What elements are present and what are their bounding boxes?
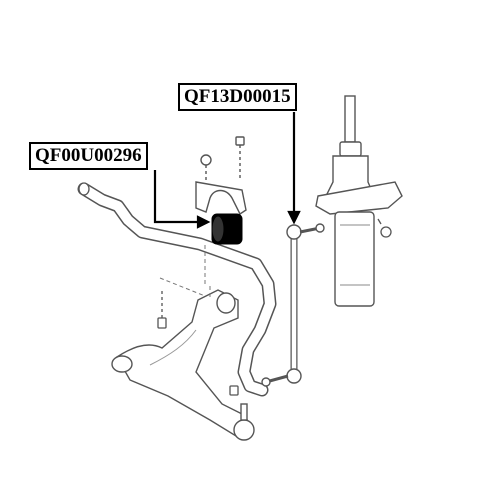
link-upper-nut: [315, 223, 325, 233]
dashed-assembly-lines: [159, 245, 211, 300]
stabilizer-link: [261, 223, 325, 387]
strut-tube: [334, 211, 375, 307]
leader-stabilizer-link: [287, 112, 301, 225]
part-number-stabilizer-link: QF13D00015: [178, 83, 297, 111]
bushing-clamp: [195, 136, 247, 216]
strut-assembly: [315, 95, 403, 307]
leader-stabilizer-bushing: [153, 170, 211, 229]
strut-nut: [377, 218, 392, 238]
link-lower-nut: [261, 377, 271, 387]
arm-front-bushing: [111, 355, 133, 373]
arm-rear-bushing: [216, 292, 236, 314]
anti-roll-bar: [77, 182, 277, 397]
strut-spring-seat: [315, 181, 403, 215]
link-upper-joint: [286, 224, 302, 240]
ball-joint: [233, 403, 255, 441]
link-mount-bolt: [229, 385, 239, 396]
strut-top-mount: [339, 141, 362, 157]
part-number-stabilizer-bushing: QF00U00296: [29, 142, 148, 170]
clamp-nut-left: [200, 154, 212, 166]
clamp-bolt: [235, 136, 245, 178]
link-lower-joint: [286, 368, 302, 384]
lower-control-arm: [111, 289, 251, 437]
arm-mount-bolt: [157, 290, 167, 329]
stabilizer-bushing: [211, 213, 243, 245]
strut-rod: [344, 95, 356, 143]
